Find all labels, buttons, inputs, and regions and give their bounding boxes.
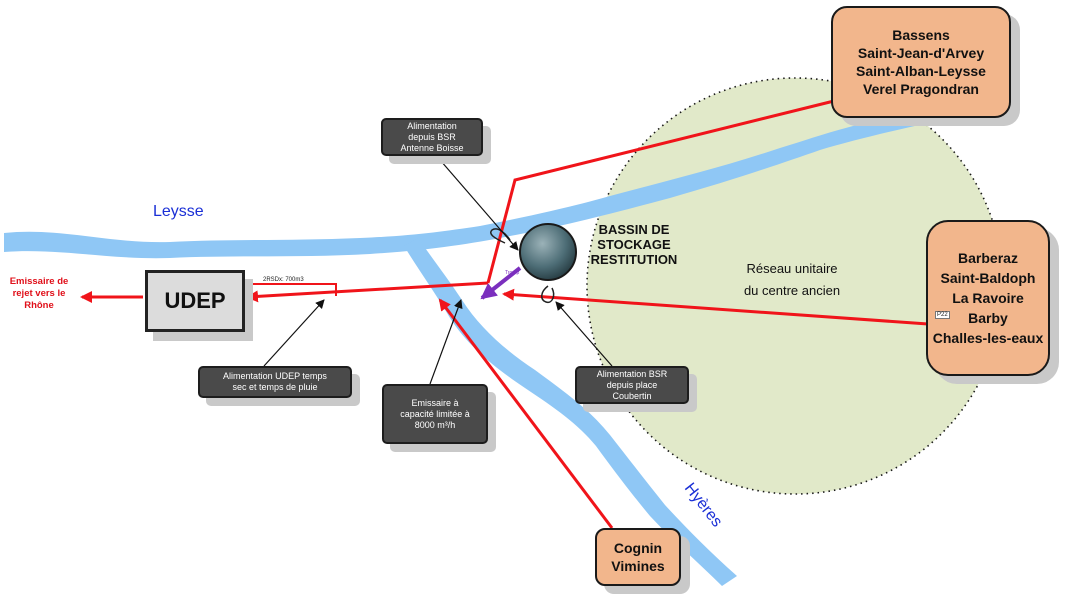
bassin-stockage-icon: [519, 223, 577, 281]
flow-from-est: [502, 288, 929, 326]
callout-place-coubertin-text: Alimentation BSR depuis place Coubertin: [596, 368, 668, 401]
trop-plein-label: Trop p: [505, 270, 519, 276]
udep-debit-label: 2RSDx: 700m3: [263, 277, 304, 283]
callout-pointers: [263, 152, 613, 385]
bassin-hook-bottom: [541, 285, 555, 304]
bassin-label: BASSIN DE STOCKAGE RESTITUTION: [590, 222, 678, 267]
commune-label-nord-est: Bassens Saint-Jean-d'Arvey Saint-Alban-L…: [856, 27, 986, 97]
commune-label-sud: Cognin Vimines: [611, 540, 665, 574]
p22-tag: P22: [935, 311, 950, 319]
commune-label-est: Barberaz Saint-Baldoph La Ravoire Barby …: [932, 250, 1044, 346]
bassin-hook-top: [490, 228, 511, 244]
commune-box-est: Barberaz Saint-Baldoph La Ravoire Barby …: [926, 220, 1050, 376]
leysse-label: Leysse: [153, 203, 204, 220]
udep-box: UDEP: [145, 270, 245, 332]
callout-antenne-boisse-text: Alimentation depuis BSR Antenne Boisse: [400, 120, 464, 153]
callout-emissaire-capacite: Emissaire à capacité limitée à 8000 m³/h: [382, 384, 488, 444]
flow-from-nord-est: [486, 99, 835, 284]
reseau-unitaire-label: Réseau unitaire du centre ancien: [743, 261, 841, 298]
callout-antenne-boisse: Alimentation depuis BSR Antenne Boisse: [381, 118, 483, 156]
flow-from-cognin: [438, 298, 614, 529]
flow-lines: [80, 99, 929, 529]
hyeres-label: Hyères: [681, 480, 726, 530]
hyeres-river: [404, 238, 737, 586]
flow-to-udep: [246, 281, 489, 303]
commune-box-nord-est: Bassens Saint-Jean-d'Arvey Saint-Alban-L…: [831, 6, 1011, 118]
callout-place-coubertin: Alimentation BSR depuis place Coubertin: [575, 366, 689, 404]
callout-udep-alimentation-text: Alimentation UDEP temps sec et temps de …: [223, 371, 327, 392]
commune-box-sud: Cognin Vimines: [595, 528, 681, 586]
udep-label: UDEP: [164, 288, 226, 313]
leysse-river: [4, 94, 1009, 259]
udep-loop: [248, 283, 337, 296]
callout-emissaire-capacite-text: Emissaire à capacité limitée à 8000 m³/h: [400, 397, 470, 430]
callout-udep-alimentation: Alimentation UDEP temps sec et temps de …: [198, 366, 352, 398]
emissaire-rhone-label: Emissaire de rejet vers le Rhône: [9, 276, 69, 311]
purple-overflow-arrow: [480, 266, 522, 300]
